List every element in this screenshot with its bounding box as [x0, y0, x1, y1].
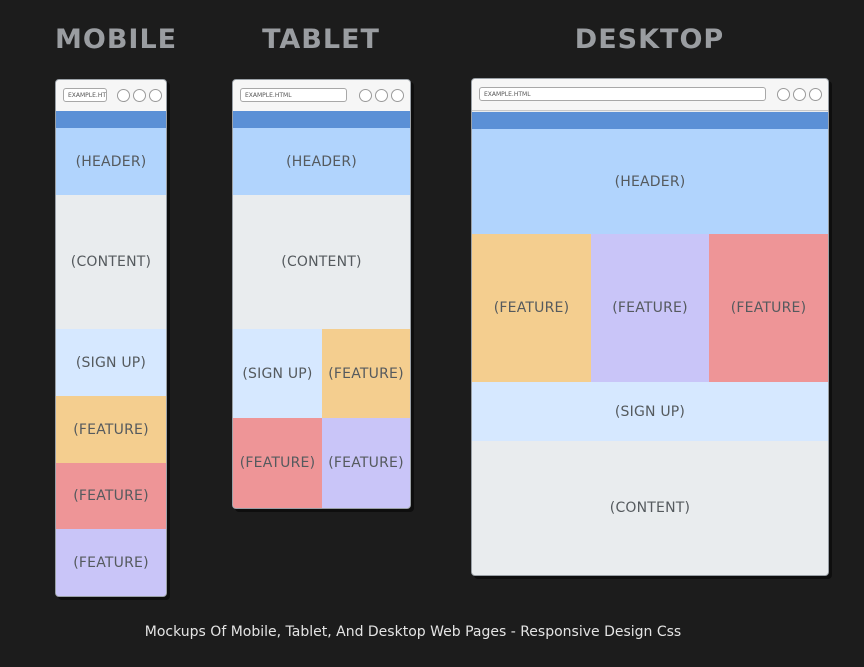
- feature-block: (FEATURE): [472, 234, 591, 382]
- feature-block: (FEATURE): [56, 529, 166, 596]
- feature-block: (FEATURE): [322, 329, 410, 418]
- desktop-mockup: EXAMPLE.HTML (HEADER) (FEATURE) (FEATURE…: [471, 78, 829, 576]
- url-bar: EXAMPLE.HTML: [240, 88, 347, 102]
- signup-block: (SIGN UP): [56, 329, 166, 396]
- url-bar: EXAMPLE.HTML: [479, 87, 766, 101]
- window-button-icon: [777, 88, 790, 101]
- header-block: (HEADER): [472, 129, 828, 234]
- window-button-icon: [375, 89, 388, 102]
- signup-block: (SIGN UP): [472, 382, 828, 441]
- nav-bar: [56, 111, 166, 128]
- content-block: (CONTENT): [472, 441, 828, 575]
- feature-block: (FEATURE): [56, 396, 166, 463]
- feature-block: (FEATURE): [56, 463, 166, 529]
- browser-chrome: EXAMPLE.HT: [56, 80, 166, 112]
- content-block: (CONTENT): [56, 195, 166, 329]
- nav-bar: [233, 111, 410, 128]
- feature-block: (FEATURE): [591, 234, 709, 382]
- url-bar: EXAMPLE.HT: [63, 88, 107, 102]
- window-button-icon: [133, 89, 146, 102]
- desktop-title: DESKTOP: [574, 24, 725, 55]
- tablet-title: TABLET: [262, 24, 380, 55]
- image-caption: Mockups Of Mobile, Tablet, And Desktop W…: [144, 624, 682, 640]
- window-button-icon: [793, 88, 806, 101]
- feature-block: (FEATURE): [322, 418, 410, 508]
- window-button-icon: [391, 89, 404, 102]
- header-block: (HEADER): [233, 128, 410, 195]
- window-button-icon: [359, 89, 372, 102]
- browser-chrome: EXAMPLE.HTML: [472, 79, 828, 111]
- signup-block: (SIGN UP): [233, 329, 322, 418]
- feature-block: (FEATURE): [233, 418, 322, 508]
- browser-chrome: EXAMPLE.HTML: [233, 80, 410, 112]
- tablet-mockup: EXAMPLE.HTML (HEADER) (CONTENT) (SIGN UP…: [232, 79, 411, 509]
- window-button-icon: [117, 89, 130, 102]
- header-block: (HEADER): [56, 128, 166, 195]
- feature-block: (FEATURE): [709, 234, 828, 382]
- window-button-icon: [809, 88, 822, 101]
- window-button-icon: [149, 89, 162, 102]
- nav-bar: [472, 112, 828, 129]
- content-block: (CONTENT): [233, 195, 410, 329]
- mobile-title: MOBILE: [55, 24, 178, 55]
- mobile-mockup: EXAMPLE.HT (HEADER) (CONTENT) (SIGN UP) …: [55, 79, 167, 597]
